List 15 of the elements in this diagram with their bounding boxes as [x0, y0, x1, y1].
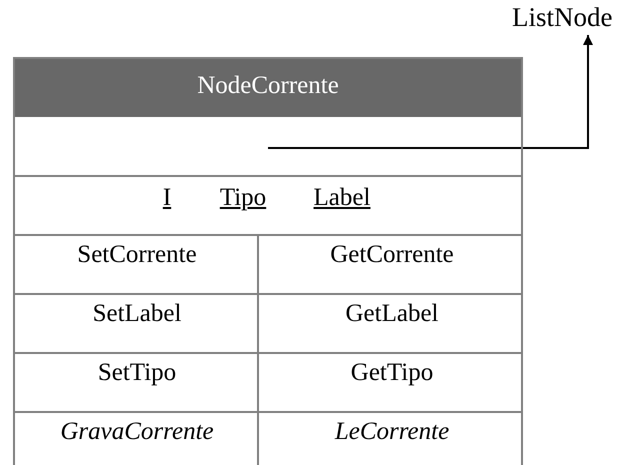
field-name: I	[162, 184, 172, 212]
method-name: SetTipo	[98, 359, 176, 387]
arrow	[268, 35, 593, 149]
class-name: ListNode	[512, 2, 612, 33]
method-name: GravaCorrente	[60, 418, 214, 446]
method-name: GetTipo	[350, 359, 434, 387]
field-name: Label	[314, 184, 370, 212]
method-name: GetCorrente	[330, 241, 454, 269]
method-name: SetLabel	[92, 300, 182, 328]
method-name: GetLabel	[346, 300, 438, 328]
method-name: LeCorrente	[334, 418, 450, 446]
table-header: NodeCorrente	[15, 59, 521, 117]
class-table	[13, 57, 523, 465]
field-name: Tipo	[220, 184, 266, 212]
method-name: SetCorrente	[77, 241, 197, 269]
